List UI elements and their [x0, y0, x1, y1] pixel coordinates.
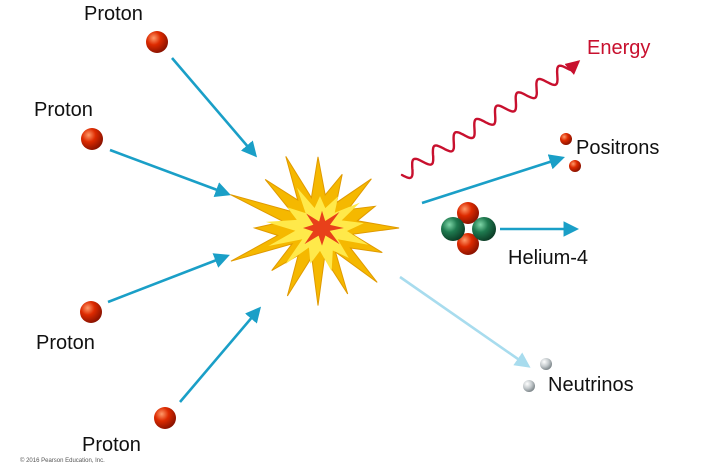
fusion-burst	[230, 156, 400, 306]
proton-3-arrow	[107, 253, 230, 304]
positron-sphere-2	[569, 160, 581, 172]
proton-3-label: Proton	[36, 332, 95, 354]
neutrinos-label: Neutrinos	[548, 374, 634, 396]
positron-sphere-1	[560, 133, 572, 145]
positron-arrow	[421, 154, 565, 205]
proton-4-label: Proton	[82, 434, 141, 456]
positrons-label: Positrons	[576, 137, 660, 159]
copyright-notice: © 2016 Pearson Education, Inc.	[20, 458, 105, 464]
neutrino-sphere-2	[523, 380, 535, 392]
energy-wave-arrow	[400, 60, 581, 180]
proton-2-label: Proton	[34, 99, 93, 121]
helium-neutron-left	[441, 217, 465, 241]
proton-1-arrow	[171, 57, 258, 158]
proton-4-sphere	[154, 407, 176, 429]
helium-neutron-right	[472, 217, 496, 241]
helium-4-label: Helium-4	[508, 247, 589, 269]
energy-label: Energy	[587, 37, 651, 59]
helium-4-nucleus	[441, 202, 496, 255]
neutrino-arrow	[399, 275, 531, 368]
proton-4-arrow	[179, 306, 262, 403]
burst-core	[303, 210, 344, 246]
proton-1-sphere	[146, 31, 168, 53]
proton-2-arrow	[109, 148, 231, 197]
helium-proton-bottom	[457, 233, 479, 255]
neutrino-sphere-1	[540, 358, 552, 370]
proton-2-sphere	[81, 128, 103, 150]
helium-proton-top	[457, 202, 479, 224]
proton-3-sphere	[80, 301, 102, 323]
proton-1-label: Proton	[84, 3, 143, 25]
